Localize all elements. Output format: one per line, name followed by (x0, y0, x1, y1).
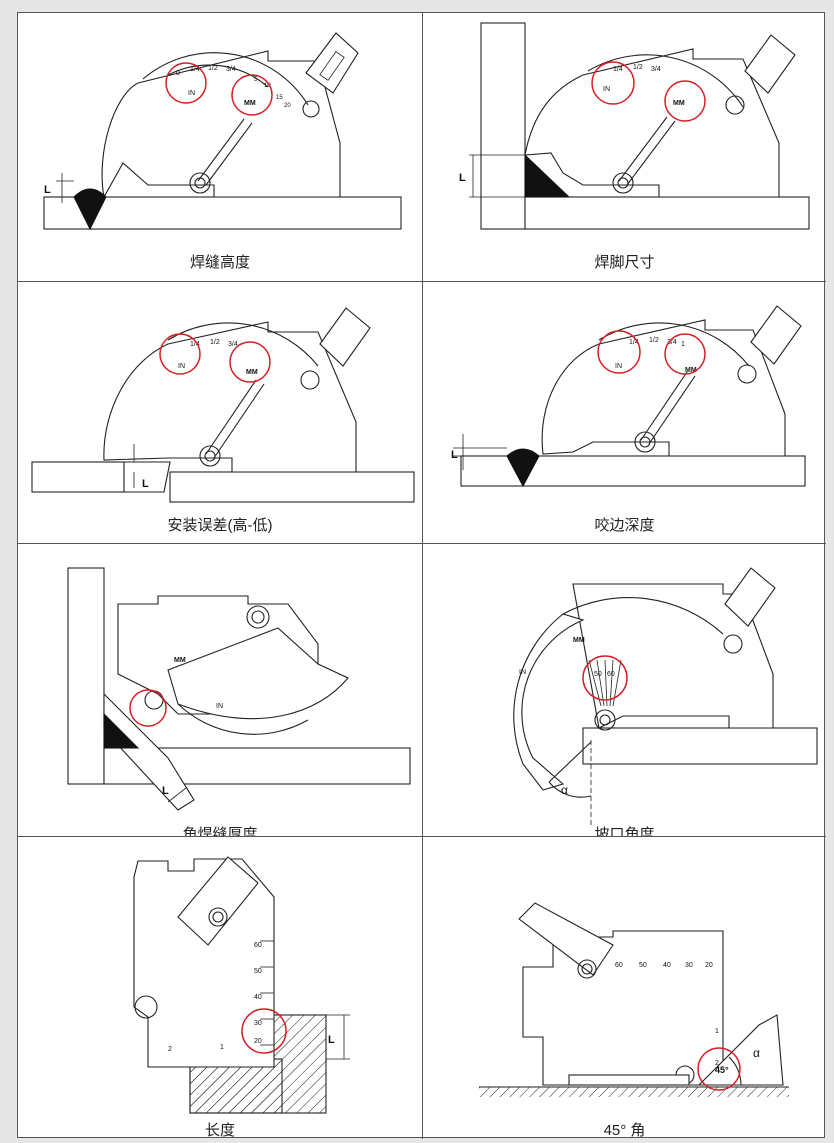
tick-label: 3/4 (228, 341, 238, 348)
scale-label-mm: MM (685, 367, 697, 374)
tick-label: 50 (639, 962, 647, 969)
panel-weld-height: L 0 1/4 1/2 3/4 IN MM 5 10 15 20 焊缝高度 (18, 13, 422, 281)
tick-label: 2 (168, 1046, 172, 1053)
tick-label: 0 (176, 70, 180, 77)
scale-label-in: IN (519, 669, 526, 676)
grid-divider-row1 (18, 281, 826, 282)
panel-45-degree: α 60 50 40 30 20 1 2 45° 45° 角 (423, 837, 826, 1139)
undercut-diagram: L IN MM 1/4 1/2 3/4 1 (451, 305, 806, 488)
tick-label: 1/2 (208, 65, 218, 72)
tick-label: 1/2 (649, 337, 659, 344)
tick-label: 60 (615, 962, 623, 969)
highlight-circle (697, 1047, 741, 1091)
label-L: L (162, 785, 169, 797)
tick-label: 20 (705, 962, 713, 969)
scale-label-in: IN (216, 703, 223, 710)
alpha-symbol: α (753, 1046, 760, 1060)
label-L: L (142, 478, 149, 490)
grid-divider-row2 (18, 543, 826, 544)
tick-label: 3/4 (651, 66, 661, 73)
tick-label: 50 (254, 968, 262, 975)
tick-label: 1/2 (633, 64, 643, 71)
tick-label: 1/4 (629, 339, 639, 346)
tick-label: 5 (254, 77, 258, 83)
panel-groove-angle: α 50 60 MM IN 坡口角度 (423, 544, 826, 836)
scale-label-in: IN (178, 363, 185, 370)
caption-weld-height: 焊缝高度 (189, 254, 250, 271)
panel-leg-size: L IN MM 1/4 1/2 3/4 焊脚尺寸 (423, 13, 826, 281)
length-diagram: 60 50 40 30 20 1 2 L (133, 856, 350, 1114)
highlight-circle (129, 689, 167, 727)
caption-misalignment: 安装误差(高-低) (167, 517, 273, 534)
tick-label: 20 (254, 1038, 262, 1045)
tick-label: 3/4 (226, 66, 236, 73)
misalignment-diagram: L IN MM 1/4 1/2 3/4 (31, 307, 415, 503)
panel-misalignment: L IN MM 1/4 1/2 3/4 安装误差(高-低) (18, 282, 422, 543)
label-L: L (451, 449, 458, 461)
angle-45-diagram: α 60 50 40 30 20 1 2 45° (479, 902, 789, 1097)
panel-undercut-depth: L IN MM 1/4 1/2 3/4 1 咬边深度 (423, 282, 826, 543)
tick-label: 60 (607, 671, 615, 678)
tick-label: 1 (715, 1028, 719, 1035)
scale-label-mm: MM (573, 637, 585, 644)
highlight-circle (241, 1008, 287, 1054)
tick-label: 1/4 (613, 66, 623, 73)
scale-label-in: IN (615, 363, 622, 370)
length-scale (260, 940, 274, 1046)
tick-label: 10 (264, 83, 271, 89)
caption-undercut-depth: 咬边深度 (594, 517, 655, 534)
tick-label: 3/4 (667, 339, 677, 346)
tick-label: 40 (663, 962, 671, 969)
weld-height-diagram: L 0 1/4 1/2 3/4 IN MM 5 10 15 20 (43, 32, 402, 231)
highlight-circle (582, 655, 628, 701)
highlight-circle (229, 341, 271, 383)
label-L: L (44, 184, 51, 196)
tick-label: 1/4 (190, 66, 200, 73)
groove-angle-diagram: α 50 60 MM IN (513, 567, 818, 828)
tick-label: 20 (284, 103, 291, 109)
caption-fillet-throat: 角焊缝厚度 (182, 826, 258, 836)
tick-label: 30 (254, 1020, 262, 1027)
label-L: L (328, 1034, 335, 1046)
scale-label-mm: MM (673, 100, 685, 107)
instruction-sheet: L 0 1/4 1/2 3/4 IN MM 5 10 15 20 焊缝高度 (17, 12, 826, 1139)
fillet-throat-diagram: L IN MM (67, 567, 411, 811)
caption-groove-angle: 坡口角度 (594, 826, 655, 836)
highlight-circle (664, 333, 706, 375)
scale-label-mm: MM (244, 100, 256, 107)
tick-label: 1/4 (190, 341, 200, 348)
tick-label: 1 (681, 341, 685, 348)
tick-label: 15 (276, 95, 283, 101)
tick-label: 40 (254, 994, 262, 1001)
tick-label: 1 (220, 1044, 224, 1051)
tick-label: 30 (685, 962, 693, 969)
tick-label: 2 (715, 1060, 719, 1067)
grid-divider-vertical (422, 13, 423, 1139)
leg-size-diagram: L IN MM 1/4 1/2 3/4 (459, 22, 810, 230)
angle-45-mark: 45° (715, 1065, 729, 1075)
tick-label: 1/2 (210, 339, 220, 346)
caption-leg-size: 焊脚尺寸 (594, 254, 655, 271)
panel-length: 60 50 40 30 20 1 2 L 长度 (18, 837, 422, 1139)
highlight-circle (664, 80, 706, 122)
grid-divider-row3 (18, 836, 826, 837)
label-L: L (459, 172, 466, 184)
tick-label: 50 (594, 671, 602, 678)
highlight-circle (597, 330, 641, 374)
scale-label-in: IN (603, 86, 610, 93)
highlight-circle (231, 74, 273, 116)
tick-label: 60 (254, 942, 262, 949)
scale-label-in: IN (188, 90, 195, 97)
scale-label-mm: MM (174, 657, 186, 664)
highlight-circle (591, 61, 635, 105)
caption-length: 长度 (204, 1122, 235, 1139)
scale-label-mm: MM (246, 369, 258, 376)
caption-45-degree: 45° 角 (603, 1122, 646, 1139)
alpha-symbol: α (561, 783, 568, 797)
highlight-circle (159, 333, 201, 375)
panel-fillet-throat: L IN MM 角焊缝厚度 (18, 544, 422, 836)
highlight-circle (165, 62, 207, 104)
